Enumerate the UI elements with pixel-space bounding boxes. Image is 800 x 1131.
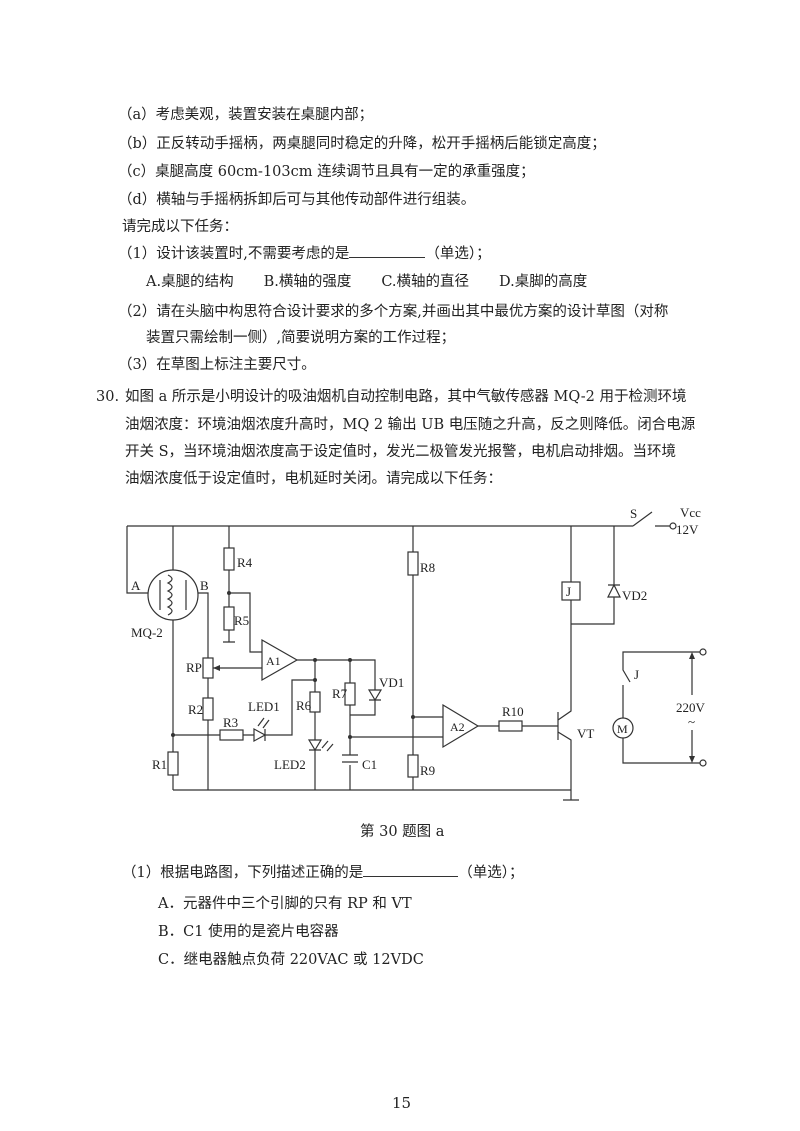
q30-1-text: （1）根据电路图，下列描述正确的是 (122, 865, 364, 881)
label-vd1: VD1 (379, 675, 404, 690)
q29-1-options: A.桌腿的结构 B.横轴的强度 C.横轴的直径 D.桌脚的高度 (146, 272, 617, 292)
label-rp: RP (186, 660, 202, 675)
ac-terminal-bottom (699, 759, 707, 767)
label-r1: R1 (152, 757, 167, 772)
label-m: M (617, 722, 628, 736)
a1-output-wires (297, 659, 376, 790)
transistor-vt (557, 526, 579, 801)
resistor-r2 (202, 697, 214, 721)
resistor-r6 (309, 691, 321, 713)
label-a2: A2 (450, 720, 465, 734)
answer-blank[interactable] (349, 243, 426, 258)
motor-m (612, 717, 634, 739)
requirement-d: （d）横轴与手摇柄拆卸后可与其他传动部件进行组装。 (118, 192, 476, 208)
vcc-terminal (669, 522, 677, 530)
label-r2: R2 (188, 702, 203, 717)
resistor-r7 (344, 682, 356, 706)
q30-line1: 如图 a 所示是小明设计的吸油烟机自动控制电路，其中气敏传感器 MQ-2 用于检… (125, 389, 687, 405)
led1-icon (253, 717, 270, 743)
opamp-a2 (442, 703, 480, 749)
led1-wire (173, 679, 315, 736)
opamp-a1 (261, 638, 299, 682)
resistor-r4 (223, 547, 235, 571)
resistor-r8 (407, 551, 419, 576)
requirement-b: （b）正反转动手摇柄，两桌腿同时稳定的升降，松开手摇柄后能锁定高度； (118, 136, 606, 152)
requirement-c: （c）桌腿高度 60cm-103cm 连续调节且具有一定的承重强度； (118, 164, 535, 180)
label-a1: A1 (266, 654, 281, 668)
q29-1-text: （1）设计该装置时,不需要考虑的是 (118, 246, 350, 262)
q29-2-line1: （2）请在头脑中构思符合设计要求的多个方案,并画出其中最优方案的设计草图（对称 (118, 304, 669, 320)
q30-number: 30. (96, 389, 120, 405)
sensor-element-icon (159, 574, 187, 616)
diode-vd1 (367, 689, 383, 702)
q30-line3: 开关 S，当环境油烟浓度高于设定值时，发光二极管发光报警，电机启动排烟。当环境 (125, 444, 677, 460)
option-c: C.横轴的直径 (381, 274, 470, 290)
label-vt: VT (577, 726, 594, 741)
label-r6: R6 (296, 698, 312, 713)
led2-icon (307, 739, 334, 752)
label-vcc: Vcc (680, 505, 701, 520)
label-r9: R9 (420, 763, 435, 778)
answer-blank[interactable] (363, 862, 459, 877)
q30-line4: 油烟浓度低于设定值时，电机延时关闭。请完成以下任务： (125, 471, 502, 487)
label-led2: LED2 (274, 757, 306, 772)
figure-caption: 第 30 题图 a (360, 824, 445, 840)
label-r10: R10 (502, 704, 524, 719)
label-12v: 12V (676, 522, 699, 537)
option-a: A.桌腿的结构 (146, 274, 234, 290)
option-b: B.横轴的强度 (263, 274, 352, 290)
q29-1: （1）设计该装置时,不需要考虑的是 （单选）； (118, 243, 491, 264)
label-r3: R3 (223, 715, 238, 730)
relay-coil-j (561, 581, 581, 601)
q30-line2: 油烟浓度：环境油烟浓度升高时，MQ 2 输出 UB 电压随之升高，反之则降低。闭… (125, 417, 696, 433)
capacitor-c1 (342, 754, 358, 763)
resistor-r3 (219, 729, 244, 741)
sensor-wires (126, 526, 209, 790)
q29-3: （3）在草图上标注主要尺寸。 (118, 357, 316, 373)
motor-circuit (622, 651, 700, 764)
label-r8: R8 (420, 560, 435, 575)
label-mq2: MQ-2 (131, 625, 163, 640)
q30-1-suffix: （单选）； (458, 865, 524, 881)
label-led1: LED1 (248, 699, 280, 714)
q30-1: （1）根据电路图，下列描述正确的是 （单选）； (122, 862, 523, 883)
label-220v: 220V (676, 700, 706, 715)
r4-r5-wires (223, 526, 262, 653)
q30-1-option-c: C．继电器触点负荷 220VAC 或 12VDC (158, 952, 424, 968)
label-s: S (630, 506, 637, 521)
q29-1-suffix: （单选）； (425, 246, 491, 262)
label-r4: R4 (237, 555, 253, 570)
option-d: D.桌脚的高度 (499, 274, 588, 290)
resistor-r5 (223, 606, 235, 631)
ac-terminal-top (699, 648, 707, 656)
task-intro: 请完成以下任务： (122, 219, 238, 235)
a2-input-wires (350, 526, 443, 790)
label-j-contact: J (634, 667, 639, 682)
resistor-r1 (167, 751, 179, 776)
label-a: A (131, 578, 141, 593)
resistor-r10 (498, 720, 523, 732)
label-ac: ~ (688, 714, 695, 729)
diode-vd2 (571, 526, 621, 625)
potentiometer-rp[interactable] (202, 657, 214, 679)
label-c1: C1 (362, 757, 377, 772)
label-b: B (200, 578, 209, 593)
gas-sensor-mq2 (147, 569, 199, 621)
label-j-coil: J (566, 584, 571, 599)
label-r7: R7 (332, 686, 348, 701)
top-rail (127, 511, 670, 527)
label-r5: R5 (234, 613, 249, 628)
rp-arrow-icon (213, 665, 220, 671)
resistor-r9 (407, 754, 419, 778)
requirement-a: （a）考虑美观，装置安装在桌腿内部； (118, 107, 374, 123)
q30-1-option-a: A．元器件中三个引脚的只有 RP 和 VT (158, 896, 412, 912)
page-number: 15 (392, 1094, 412, 1112)
label-vd2: VD2 (622, 588, 647, 603)
q30-1-option-b: B．C1 使用的是瓷片电容器 (158, 924, 339, 940)
q29-2-line2: 装置只需绘制一侧）,简要说明方案的工作过程； (146, 330, 456, 346)
